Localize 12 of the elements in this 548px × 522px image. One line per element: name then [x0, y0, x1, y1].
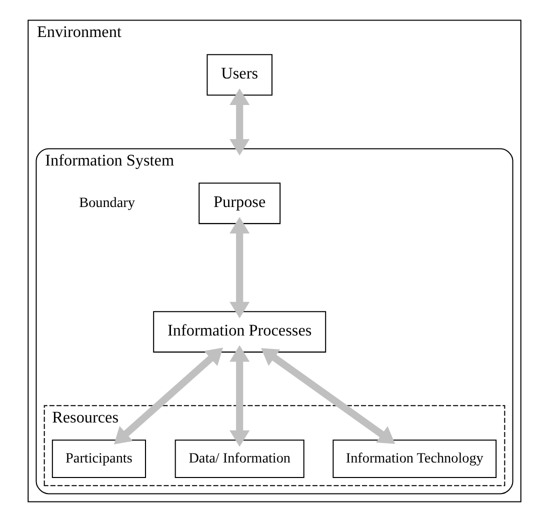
node-box: Information Technology — [332, 440, 496, 478]
arrow — [229, 345, 250, 447]
arrow — [229, 88, 250, 156]
arrow — [113, 348, 222, 444]
node-box: Data/ Information — [174, 440, 304, 478]
node-box: Information Processes — [152, 311, 326, 353]
node-label: Boundary — [78, 195, 134, 212]
arrow — [229, 217, 250, 318]
node-box: Users — [206, 54, 272, 96]
node-box: Purpose — [198, 182, 280, 224]
node-box: Participants — [51, 440, 146, 478]
arrow — [260, 348, 395, 444]
